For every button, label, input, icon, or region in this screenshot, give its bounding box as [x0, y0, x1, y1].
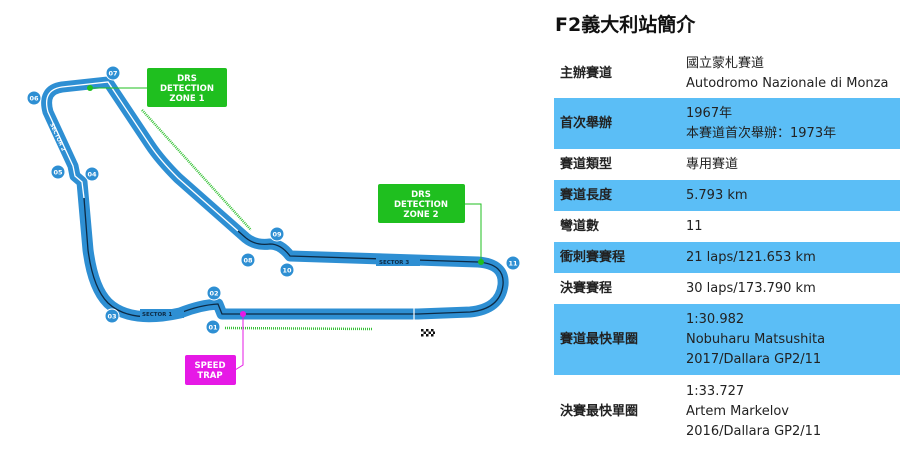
svg-text:08: 08	[243, 256, 253, 264]
turn-07-marker: 07	[105, 65, 121, 81]
svg-text:09: 09	[272, 230, 282, 238]
table-row: 決賽賽程 30 laps/173.790 km	[554, 273, 900, 304]
turn-04-marker: 04	[84, 166, 100, 182]
row-label: 衝刺賽賽程	[554, 242, 686, 273]
value-line: 2016/Dallara GP2/11	[686, 423, 822, 439]
value-line: Autodromo Nazionale di Monza	[686, 76, 889, 91]
value-line: Nobuharu Matsushita	[686, 331, 826, 347]
value-line: 2017/Dallara GP2/11	[686, 351, 822, 367]
row-value: 專用賽道	[686, 149, 900, 180]
row-value: 1967年本賽道首次舉辦：1973年	[686, 98, 900, 149]
svg-text:07: 07	[108, 69, 117, 77]
svg-text:DRS: DRS	[411, 190, 431, 200]
svg-text:SPEED: SPEED	[194, 361, 225, 371]
turn-03-marker: 03	[104, 308, 120, 324]
svg-text:DRS: DRS	[177, 74, 197, 84]
value-line: 30 laps/173.790 km	[686, 280, 816, 296]
row-label: 賽道類型	[560, 156, 613, 172]
svg-text:ZONE 1: ZONE 1	[169, 94, 204, 104]
turn-06-marker: 06	[26, 90, 42, 106]
turn-11-marker: 11	[505, 255, 521, 271]
table-row: 賽道類型 專用賽道	[554, 149, 900, 180]
drs-zone-main-line	[224, 326, 373, 331]
turn-01-marker: 01	[205, 319, 221, 335]
circuit-map: SECTOR 1 SECTOR 3 SECTOR 2 DRS DETECTION…	[26, 65, 521, 385]
svg-text:02: 02	[209, 289, 218, 297]
turn-10-marker: 10	[279, 262, 295, 278]
checkered-flag-icon	[421, 329, 435, 337]
value-line: 專用賽道	[686, 156, 739, 172]
svg-text:01: 01	[208, 323, 218, 331]
svg-text:06: 06	[29, 94, 39, 102]
svg-text:11: 11	[508, 259, 518, 267]
speed-trap: SPEED TRAP	[185, 355, 236, 385]
page-title: F2義大利站簡介	[555, 14, 696, 36]
sector-1-label: SECTOR 1	[142, 312, 172, 318]
value-line: 1967年	[686, 105, 733, 121]
table-row: 彎道數 11	[554, 211, 900, 242]
row-value: 30 laps/173.790 km	[686, 273, 900, 304]
drs-detection-zone-1: DRS DETECTION ZONE 1	[147, 68, 227, 107]
svg-text:05: 05	[53, 168, 63, 176]
sector-3-label: SECTOR 3	[379, 260, 409, 266]
value-line: Artem Markelov	[686, 403, 789, 419]
value-line: 21 laps/121.653 km	[686, 249, 816, 265]
svg-text:03: 03	[107, 312, 116, 320]
row-value: 21 laps/121.653 km	[686, 242, 900, 273]
value-line: 本賽道首次舉辦：1973年	[686, 125, 837, 141]
row-label: 賽道長度	[554, 180, 686, 211]
value-line: 1:33.727	[686, 383, 745, 399]
value-line: 1:30.982	[686, 311, 745, 327]
drs-detection-zone-2: DRS DETECTION ZONE 2	[378, 184, 465, 223]
row-label: 決賽賽程	[560, 280, 613, 296]
turn-08-marker: 08	[240, 252, 256, 268]
row-label: 首次舉辦	[554, 98, 686, 149]
row-value: 11	[686, 211, 900, 242]
row-label: 賽道最快單圈	[554, 304, 686, 375]
row-value: 5.793 km	[686, 180, 900, 211]
drs-zone-1-line	[141, 109, 252, 231]
value-line: 國立蒙札賽道	[686, 56, 765, 71]
table-row: 主辦賽道 國立蒙札賽道 Autodromo Nazionale di Monza	[554, 50, 900, 98]
value-line: 11	[686, 218, 703, 234]
row-value: 國立蒙札賽道 Autodromo Nazionale di Monza	[686, 50, 900, 98]
svg-text:ZONE 2: ZONE 2	[403, 210, 438, 220]
svg-text:04: 04	[87, 170, 97, 178]
svg-text:DETECTION: DETECTION	[394, 200, 448, 210]
turn-02-marker: 02	[206, 285, 222, 301]
turn-09-marker: 09	[269, 226, 285, 242]
turn-05-marker: 05	[50, 164, 66, 180]
row-label: 決賽最快單圈	[560, 403, 639, 419]
svg-text:DETECTION: DETECTION	[160, 84, 214, 94]
row-label: 主辦賽道	[560, 66, 613, 81]
row-label: 彎道數	[560, 218, 600, 234]
value-line: 5.793 km	[686, 187, 748, 203]
svg-text:TRAP: TRAP	[197, 371, 222, 381]
svg-text:10: 10	[282, 266, 292, 274]
